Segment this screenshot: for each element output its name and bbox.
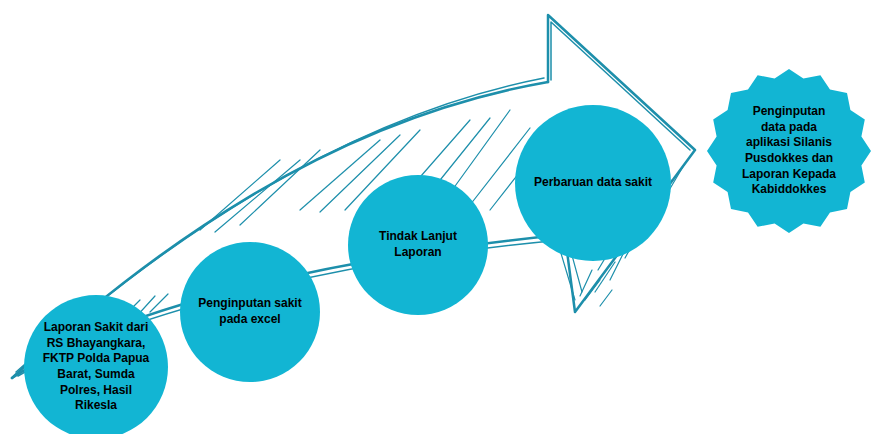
node-text: Laporan Sakit dari RS Bhayangkara, FKTP … xyxy=(40,320,152,414)
node-text: Penginputan sakit pada excel xyxy=(195,296,305,327)
node-text: Tindak Lanjut Laporan xyxy=(363,229,473,260)
process-circle: Perbaruan data sakit xyxy=(515,105,671,261)
node-text: Penginputan data pada aplikasi Silanis P… xyxy=(739,104,839,198)
process-circle: Penginputan sakit pada excel xyxy=(180,242,320,382)
starburst-shape xyxy=(707,69,871,233)
result-starburst: Penginputan data pada aplikasi Silanis P… xyxy=(706,68,872,234)
node-text: Perbaruan data sakit xyxy=(528,175,658,191)
process-circle: Tindak Lanjut Laporan xyxy=(348,175,488,315)
process-circle: Laporan Sakit dari RS Bhayangkara, FKTP … xyxy=(24,295,168,434)
